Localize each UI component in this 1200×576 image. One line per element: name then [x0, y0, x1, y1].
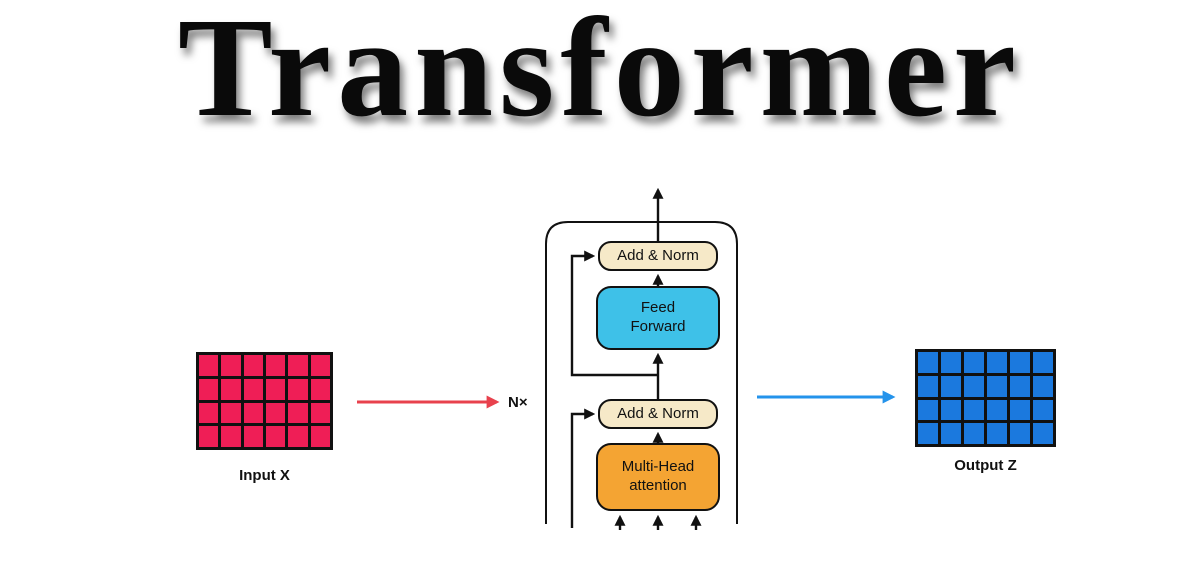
matrix-cell: [987, 352, 1007, 373]
matrix-cell: [288, 402, 308, 424]
matrix-cell: [199, 378, 219, 400]
input-label: Input X: [239, 467, 290, 484]
matrix-cell: [918, 423, 938, 444]
matrix-cell: [964, 399, 984, 421]
matrix-cell: [310, 402, 330, 424]
feed-forward-label: Feed Forward: [630, 299, 686, 335]
matrix-cell: [310, 355, 330, 376]
matrix-cell: [1033, 352, 1053, 373]
matrix-cell: [1010, 423, 1030, 444]
matrix-cell: [288, 355, 308, 376]
matrix-cell: [941, 375, 961, 397]
matrix-cell: [1010, 352, 1030, 373]
matrix-cell: [1010, 375, 1030, 397]
matrix-cell: [941, 423, 961, 444]
matrix-cell: [964, 423, 984, 444]
matrix-cell: [243, 402, 263, 424]
matrix-cell: [288, 378, 308, 400]
matrix-cell: [987, 375, 1007, 397]
matrix-cell: [987, 423, 1007, 444]
matrix-cell: [221, 378, 241, 400]
multi-head-attention-box: Multi-Head attention: [596, 443, 720, 511]
matrix-cell: [1033, 423, 1053, 444]
matrix-cell: [288, 426, 308, 447]
matrix-cell: [243, 426, 263, 447]
matrix-cell: [987, 399, 1007, 421]
residual-connection-lower: [570, 408, 596, 528]
matrix-cell: [266, 355, 286, 376]
matrix-cell: [918, 352, 938, 373]
matrix-cell: [221, 426, 241, 447]
matrix-cell: [266, 426, 286, 447]
add-norm-top-box: Add & Norm: [598, 241, 718, 271]
feed-forward-box: Feed Forward: [596, 286, 720, 350]
attention-input-arrows: [614, 514, 702, 530]
matrix-cell: [1033, 399, 1053, 421]
input-matrix: [196, 352, 333, 450]
matrix-cell: [266, 402, 286, 424]
matrix-cell: [199, 402, 219, 424]
matrix-cell: [1033, 375, 1053, 397]
matrix-cell: [941, 352, 961, 373]
matrix-cell: [199, 426, 219, 447]
matrix-cell: [199, 355, 219, 376]
matrix-cell: [221, 402, 241, 424]
output-matrix: [915, 349, 1056, 447]
add-norm-bottom-box: Add & Norm: [598, 399, 718, 429]
matrix-cell: [964, 352, 984, 373]
matrix-cell: [310, 426, 330, 447]
matrix-cell: [964, 375, 984, 397]
matrix-cell: [941, 399, 961, 421]
residual-connection-upper: [570, 250, 658, 377]
output-label: Output Z: [954, 457, 1017, 474]
page-title: Transformer: [177, 0, 1023, 146]
matrix-cell: [1010, 399, 1030, 421]
matrix-cell: [266, 378, 286, 400]
encoder-block-outline: [545, 221, 738, 524]
matrix-cell: [243, 355, 263, 376]
matrix-cell: [310, 378, 330, 400]
matrix-cell: [918, 375, 938, 397]
nx-multiplier-label: N×: [508, 394, 528, 411]
matrix-cell: [243, 378, 263, 400]
matrix-cell: [221, 355, 241, 376]
matrix-cell: [918, 399, 938, 421]
multi-head-attention-label: Multi-Head attention: [621, 458, 695, 494]
